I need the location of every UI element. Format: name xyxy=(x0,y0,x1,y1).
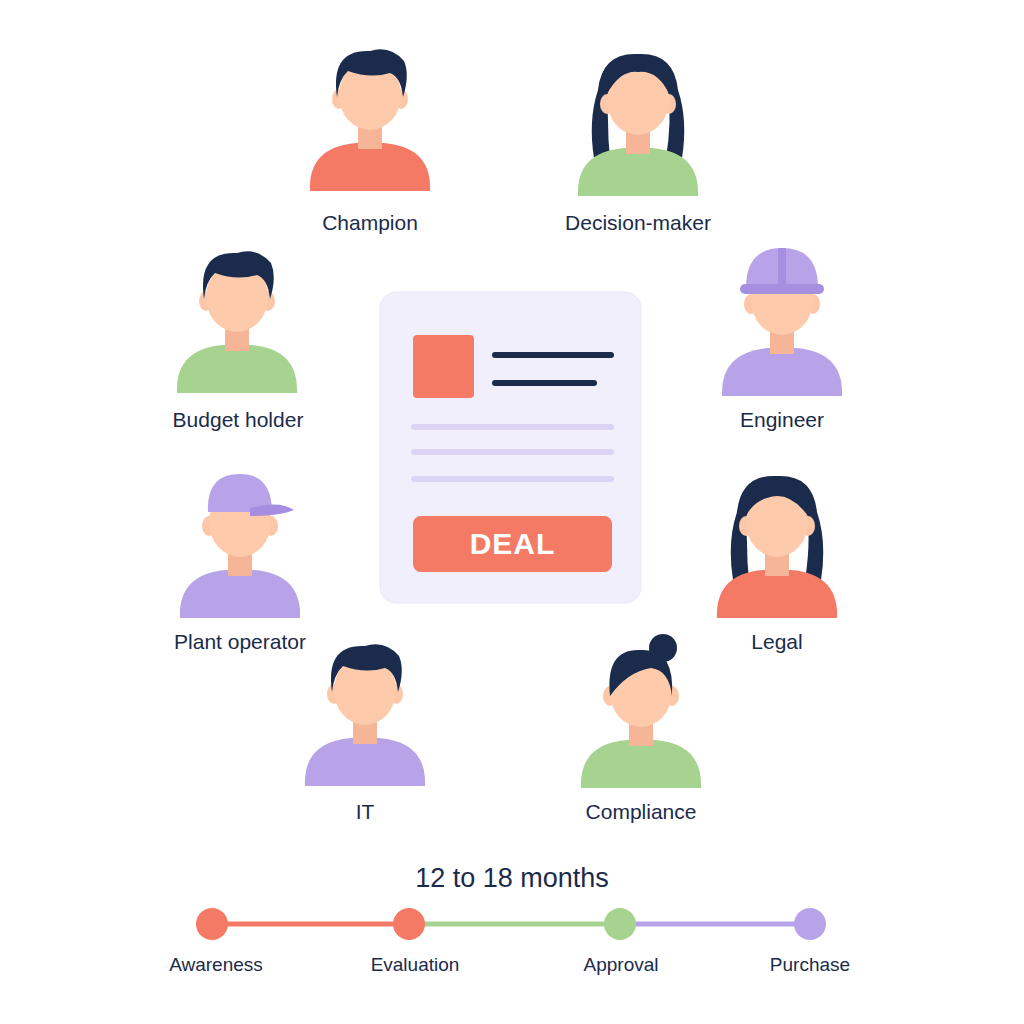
person-avatar xyxy=(305,644,425,786)
person-avatar xyxy=(180,474,300,618)
person-avatar xyxy=(717,476,837,618)
person-avatar xyxy=(722,248,842,396)
button-text: DEAL xyxy=(470,527,556,561)
role-label: Champion xyxy=(322,210,418,235)
person-avatar xyxy=(581,634,701,788)
person-avatar xyxy=(310,49,430,191)
role-label: Budget holder xyxy=(173,407,304,432)
role-label: IT xyxy=(356,799,375,824)
stage-label: Evaluation xyxy=(371,954,460,977)
deal-card xyxy=(380,292,641,603)
person-avatar xyxy=(578,54,698,196)
deal-button: DEAL xyxy=(413,516,612,572)
role-label: Plant operator xyxy=(174,629,306,654)
stage-label: Purchase xyxy=(770,954,850,977)
role-label: Engineer xyxy=(740,407,824,432)
person-avatar xyxy=(177,251,297,393)
timeline xyxy=(196,908,826,940)
timeline-title: 12 to 18 months xyxy=(415,862,609,894)
role-label: Decision-maker xyxy=(565,210,711,235)
stage-label: Awareness xyxy=(169,954,263,977)
role-label: Compliance xyxy=(586,799,697,824)
role-label: Legal xyxy=(751,629,802,654)
stage-label: Approval xyxy=(584,954,659,977)
